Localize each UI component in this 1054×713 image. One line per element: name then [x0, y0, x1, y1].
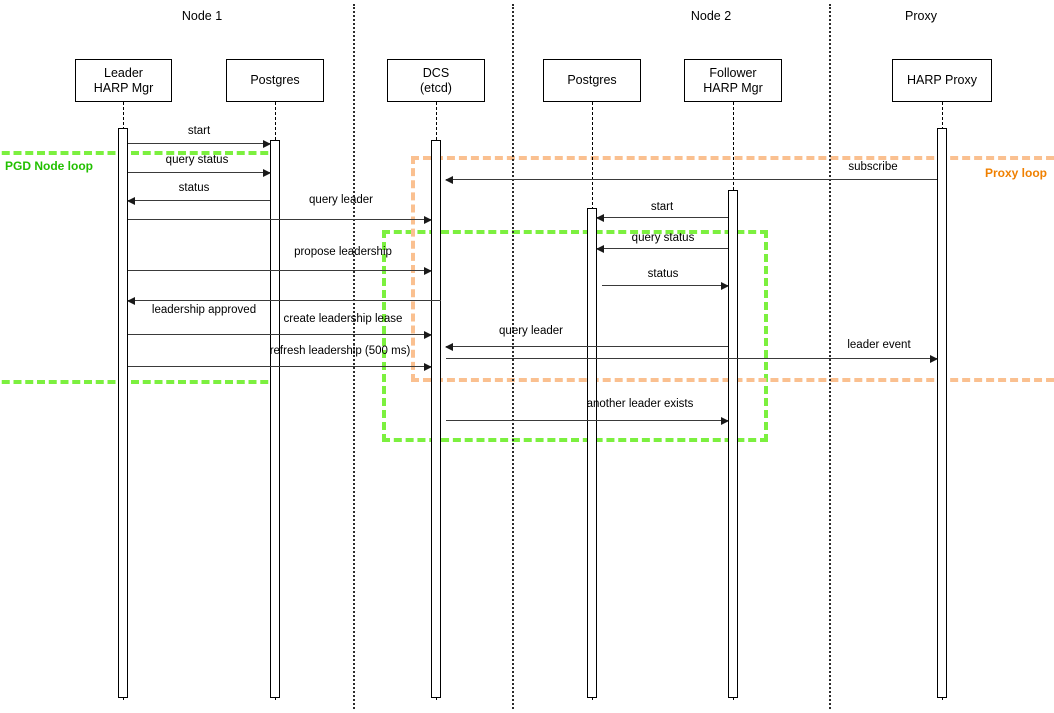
- msg-create-leadership-lease: [128, 331, 432, 339]
- msg-refresh-leadership-arrowhead: [424, 363, 432, 371]
- activation-postgres-node1: [270, 140, 280, 698]
- msg-leader-event: [446, 355, 938, 363]
- msg-status-node2: [602, 282, 729, 290]
- msg-query-leader-node2: [445, 343, 728, 351]
- group-title-node2: Node 2: [690, 9, 732, 23]
- msg-query-leader-node2-arrowhead: [445, 343, 453, 351]
- msg-leadership-approved-arrowhead: [127, 297, 135, 305]
- msg-refresh-leadership: [128, 363, 432, 371]
- msg-query-status-node2: [596, 245, 728, 253]
- msg-query-status-node1: [128, 169, 271, 177]
- msg-another-leader-exists: [446, 417, 729, 425]
- msg-leader-event-label: leader event: [847, 339, 911, 351]
- participant-follower-harp-mgr[interactable]: Follower HARP Mgr: [684, 59, 782, 102]
- msg-query-leader-node1-arrowhead: [424, 216, 432, 224]
- sep-dcs-node2: [512, 4, 514, 709]
- msg-leadership-approved-label: leadership approved: [151, 304, 257, 316]
- sep-node1-dcs: [353, 4, 355, 709]
- activation-follower-harp-mgr: [728, 190, 738, 698]
- msg-start-node1: [128, 140, 271, 148]
- activation-harp-proxy: [937, 128, 947, 698]
- msg-query-status-node2-label: query status: [631, 232, 695, 244]
- msg-status-node2-label: status: [647, 268, 679, 280]
- msg-status-node1: [127, 197, 270, 205]
- msg-start-node1-label: start: [187, 125, 211, 137]
- msg-refresh-leadership-label: refresh leadership (500 ms): [269, 345, 411, 357]
- msg-status-node1-label: status: [178, 182, 210, 194]
- msg-another-leader-exists-arrowhead: [721, 417, 729, 425]
- msg-create-leadership-lease-arrowhead: [424, 331, 432, 339]
- msg-propose-leadership-arrowhead: [424, 267, 432, 275]
- msg-query-status-node2-arrowhead: [596, 245, 604, 253]
- msg-start-node2-label: start: [650, 201, 674, 213]
- sep-node2-proxy: [829, 4, 831, 709]
- msg-query-status-node1-label: query status: [165, 154, 229, 166]
- activation-leader-harp-mgr: [118, 128, 128, 698]
- msg-propose-leadership: [128, 267, 432, 275]
- participant-leader-harp-mgr[interactable]: Leader HARP Mgr: [75, 59, 172, 102]
- activation-dcs-etcd: [431, 140, 441, 698]
- msg-query-leader-node2-label: query leader: [499, 325, 563, 337]
- msg-another-leader-exists-label: another leader exists: [586, 398, 694, 410]
- msg-subscribe-label: subscribe: [848, 161, 898, 173]
- group-title-node1: Node 1: [181, 9, 223, 23]
- msg-query-status-node1-arrowhead: [263, 169, 271, 177]
- participant-dcs-etcd[interactable]: DCS (etcd): [387, 59, 485, 102]
- group-title-proxy: Proxy: [905, 9, 937, 23]
- participant-postgres-node2[interactable]: Postgres: [543, 59, 641, 102]
- loop-pgd-node-label: PGD Node loop: [5, 159, 93, 173]
- msg-start-node2: [596, 214, 728, 222]
- participant-postgres-node1[interactable]: Postgres: [226, 59, 324, 102]
- msg-create-leadership-lease-label: create leadership lease: [283, 313, 403, 325]
- msg-status-node1-arrowhead: [127, 197, 135, 205]
- participant-harp-proxy[interactable]: HARP Proxy: [892, 59, 992, 102]
- msg-start-node2-arrowhead: [596, 214, 604, 222]
- msg-start-node1-arrowhead: [263, 140, 271, 148]
- msg-query-leader-node1: [128, 216, 432, 224]
- msg-query-leader-node1-label: query leader: [309, 194, 373, 206]
- msg-subscribe-arrowhead: [445, 176, 453, 184]
- loop-pgd-node: [0, 151, 280, 384]
- msg-leader-event-arrowhead: [930, 355, 938, 363]
- msg-propose-leadership-label: propose leadership: [294, 246, 392, 258]
- msg-status-node2-arrowhead: [721, 282, 729, 290]
- msg-leadership-approved: [127, 297, 441, 305]
- msg-subscribe: [445, 176, 937, 184]
- loop-proxy-label: Proxy loop: [985, 166, 1048, 180]
- activation-postgres-node2: [587, 208, 597, 698]
